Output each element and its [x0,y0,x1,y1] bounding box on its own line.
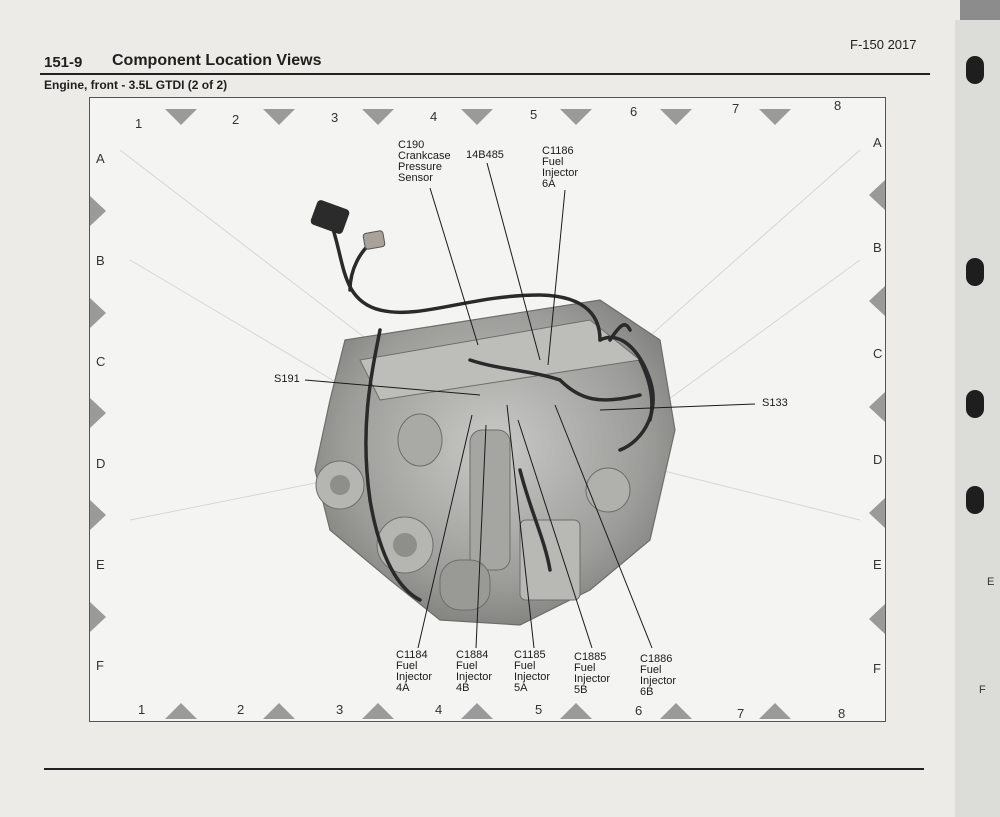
grid-row-right-a: A [873,135,882,150]
grid-col-top-8: 8 [834,98,842,113]
grid-col-bottom-6: 6 [635,703,643,718]
leader-c1886 [554,404,653,649]
next-page-edge: E F [955,20,1000,817]
vehicle-model: F-150 2017 [850,37,917,52]
next-page-letter-f: F [979,684,986,696]
engine-block [314,299,676,626]
grid-row-right-f: F [873,661,881,676]
section-title: Component Location Views [112,52,322,69]
grid-col-top-5: 5 [530,107,538,122]
view-title: Engine, front - 3.5L GTDI (2 of 2) [44,78,228,92]
grid-row-right-b: B [873,240,882,255]
next-page-letter-e: E [987,576,995,588]
grid-col-bottom-1: 1 [138,702,146,717]
leader-c1885 [517,419,593,649]
binder-hole [966,390,984,418]
callout-c1185-fuel-injector-5a: C1185 Fuel Injector 5A [514,649,551,694]
leader-s191 [304,379,481,396]
grid-row-left-f: F [96,658,104,673]
grid-col-top-3: 3 [331,110,339,125]
grid-row-right-c: C [873,346,883,361]
callout-c1186-fuel-injector-6a: C1186 Fuel Injector 6A [542,145,579,190]
grid-col-bottom-7: 7 [737,706,745,721]
grid-row-left-c: C [96,354,106,369]
leader-14b485 [486,162,541,361]
header-rule [40,73,930,75]
callout-c1886-fuel-injector-6b: C1886 Fuel Injector 6B [640,653,677,698]
grid-row-right-d: D [873,452,883,467]
leader-c1884 [475,424,487,649]
grid-row-left-d: D [96,456,106,471]
callout-c1884-fuel-injector-4b: C1884 Fuel Injector 4B [456,649,493,694]
leader-c1186 [547,189,566,366]
grid-col-bottom-3: 3 [336,702,344,717]
callout-c1184-fuel-injector-4a: C1184 Fuel Injector 4A [396,649,433,694]
leader-c1184 [417,414,473,649]
binder-hole [966,56,984,84]
binder-hole [966,258,984,286]
callout-14b485: 14B485 [466,149,504,161]
grid-col-top-4: 4 [430,109,438,124]
callout-c1885-fuel-injector-5b: C1885 Fuel Injector 5B [574,651,611,696]
grid-col-bottom-8: 8 [838,706,846,721]
footer-rule [44,768,924,770]
grid-row-left-a: A [96,151,105,166]
grid-row-left-b: B [96,253,105,268]
section-number: 151-9 [44,54,83,71]
callout-s191: S191 [274,373,300,385]
grid-row-left-e: E [96,557,105,572]
binder-hole [966,486,984,514]
grid-col-top-6: 6 [630,104,638,119]
grid-col-bottom-4: 4 [435,702,443,717]
grid-col-bottom-2: 2 [237,702,245,717]
grid-col-top-7: 7 [732,101,740,116]
leader-c1185 [506,404,535,649]
harness-connector [310,200,386,250]
grid-row-right-e: E [873,557,882,572]
grid-col-top-1: 1 [135,116,143,131]
leader-c190 [429,187,479,346]
grid-col-bottom-5: 5 [535,702,543,717]
callout-s133: S133 [762,397,788,409]
leader-s133 [599,403,756,411]
callout-c190-crankcase-pressure-sensor: C190 Crankcase Pressure Sensor [398,139,451,184]
grid-col-top-2: 2 [232,112,240,127]
